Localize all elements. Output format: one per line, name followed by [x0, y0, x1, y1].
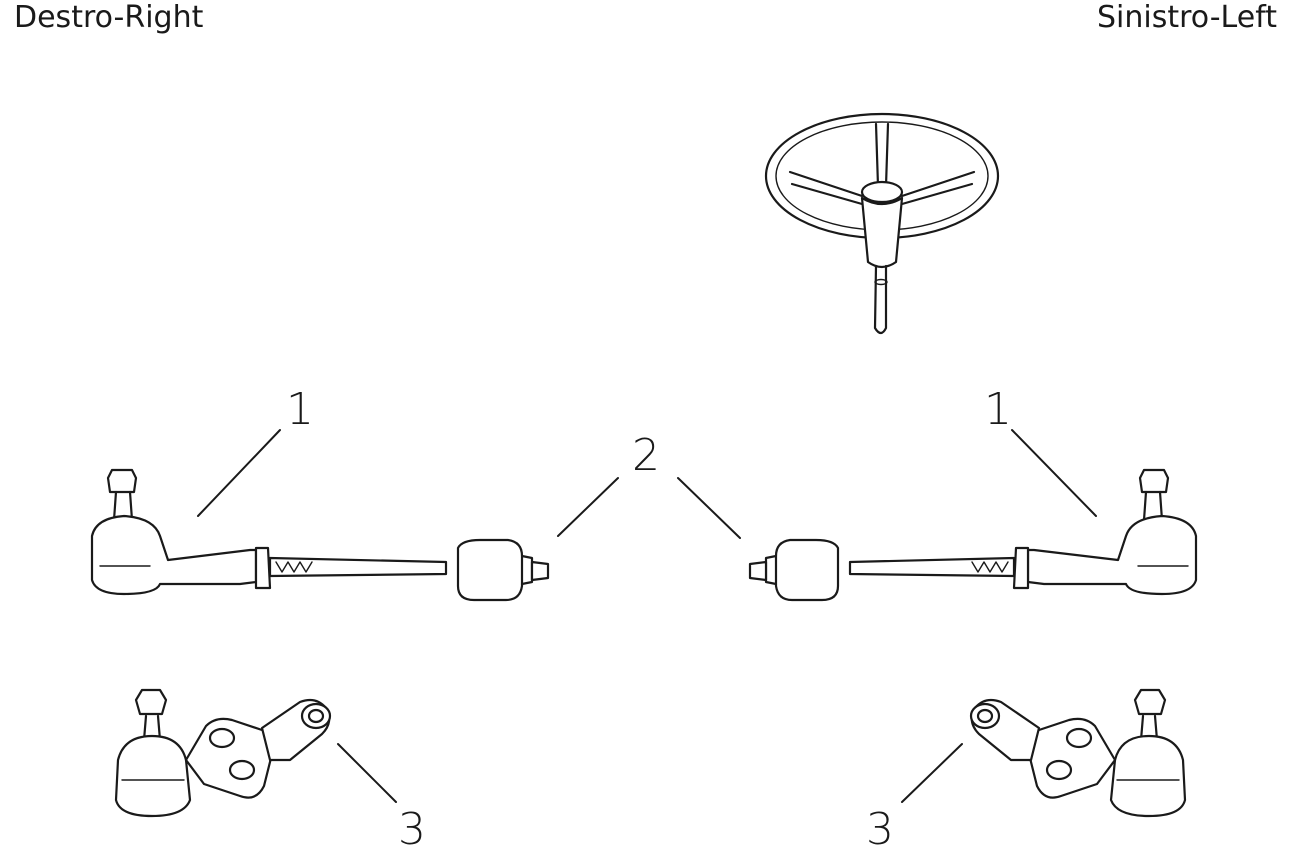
idler-arm-right-side — [114, 688, 332, 818]
leader-line-3-left — [901, 743, 963, 803]
steering-wheel-icon — [764, 112, 1000, 335]
side-label-right: Destro-Right — [14, 0, 204, 35]
tie-rod-assembly-right-side — [90, 468, 550, 602]
callout-2: 2 — [632, 430, 660, 481]
side-label-left: Sinistro-Left — [1097, 0, 1277, 35]
leader-line-1-left — [1011, 429, 1097, 517]
callout-1-right: 1 — [286, 384, 314, 435]
idler-arm-left-side — [969, 688, 1187, 818]
callout-3-left: 3 — [866, 804, 894, 849]
leader-line-2-left — [677, 477, 741, 539]
callout-1-left: 1 — [984, 384, 1012, 435]
callout-3-right: 3 — [398, 804, 426, 849]
leader-line-2-right — [557, 477, 619, 537]
leader-line-3-right — [337, 743, 397, 803]
tie-rod-assembly-left-side — [748, 468, 1198, 602]
leader-line-1-right — [197, 429, 281, 517]
